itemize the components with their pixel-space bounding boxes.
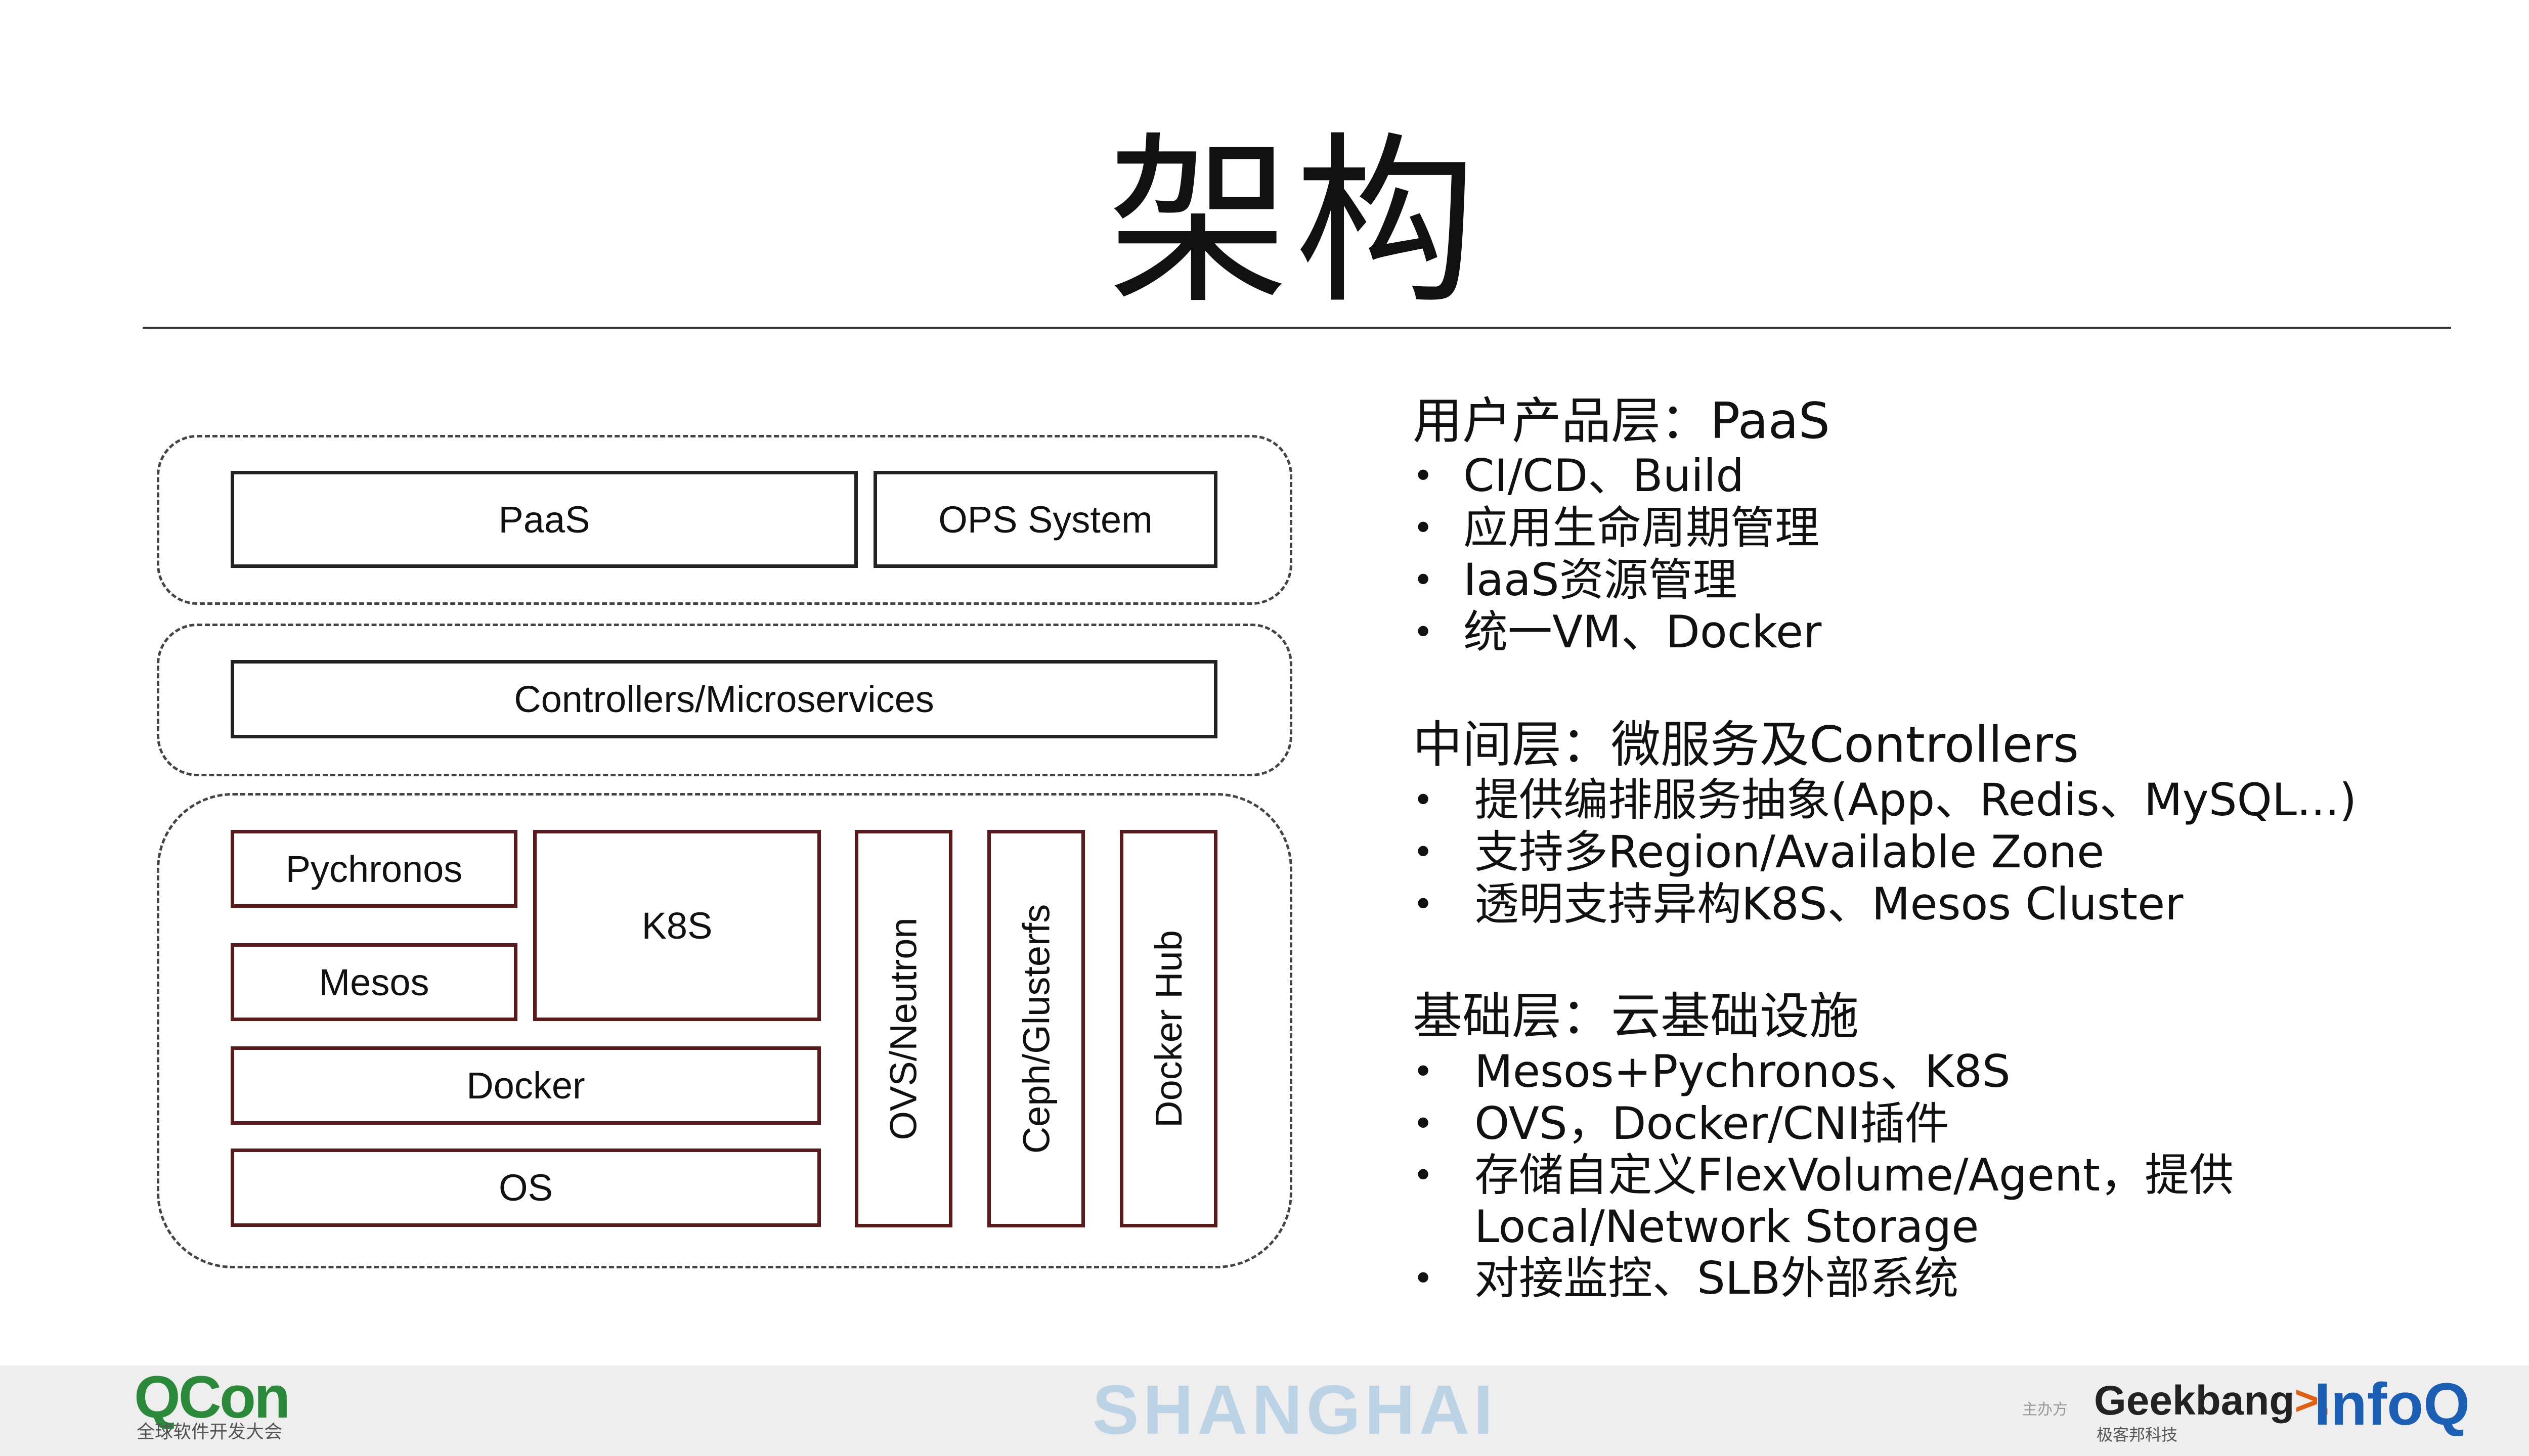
bullet-dot: • [1413,1258,1434,1299]
host-label: 主办方 [2022,1401,2068,1419]
bullet-dot: • [1413,1051,1434,1092]
geekbang-subtitle: 极客邦科技 [2097,1425,2178,1444]
docker-hub-label: Docker Hub [1148,930,1190,1128]
title-divider [143,327,2451,329]
bullet-dot: • [1413,779,1434,821]
k8s-box: K8S [533,830,821,1021]
slide-title: 架构 [1107,116,1482,328]
docker-hub-box: Docker Hub [1120,830,1217,1227]
ceph-glusterfs-box: Ceph/Glusterfs [987,830,1085,1227]
section-heading-middle: 中间层：微服务及Controllers [1413,716,2079,774]
section-item: 存储自定义FlexVolume/Agent，提供 [1474,1149,2234,1201]
geekbang-logo: Geekbang>. [2094,1377,2330,1425]
section-item: 统一VM、Docker [1463,606,1822,658]
bullet-dot: • [1413,455,1434,497]
ops-system-box: OPS System [874,471,1217,568]
city-watermark: SHANGHAI [1092,1371,1497,1449]
section-item: 应用生命周期管理 [1463,502,1820,554]
bullet-dot: • [1413,611,1434,653]
bullet-dot: • [1413,831,1434,873]
geekbang-name: Geekbang [2094,1378,2295,1424]
footer-bar [0,1365,2529,1456]
ceph-glusterfs-label: Ceph/Glusterfs [1015,904,1058,1154]
section-item: CI/CD、Build [1463,450,1745,502]
section-item: 透明支持异构K8S、Mesos Cluster [1474,878,2184,930]
pychronos-box: Pychronos [231,830,517,908]
bullet-dot: • [1413,507,1434,549]
section-item: IaaS资源管理 [1463,554,1737,606]
infoq-logo: InfoQ [2314,1371,2470,1438]
section-heading-base: 基础层：云基础设施 [1413,988,1859,1045]
top-layer-group [157,435,1292,605]
section-item: 对接监控、SLB外部系统 [1474,1252,1959,1304]
section-heading-paas: 用户产品层：PaaS [1413,392,1830,450]
section-item: 支持多Region/Available Zone [1474,826,2105,878]
ovs-neutron-box: OVS/Neutron [855,830,952,1227]
middle-layer-group [157,624,1292,776]
os-box: OS [231,1149,821,1227]
mesos-box: Mesos [231,943,517,1021]
section-item-continuation: Local/Network Storage [1474,1201,1979,1253]
ovs-neutron-label: OVS/Neutron [883,917,925,1140]
docker-box: Docker [231,1046,821,1125]
paas-box: PaaS [231,471,858,568]
qcon-logo: QCon [134,1364,290,1431]
section-item: Mesos+Pychronos、K8S [1474,1045,2011,1097]
section-item: 提供编排服务抽象(App、Redis、MySQL...) [1474,774,2357,826]
section-item: OVS，Docker/CNI插件 [1474,1097,1949,1150]
bullet-dot: • [1413,884,1434,925]
base-layer-group [157,793,1292,1268]
bullet-dot: • [1413,1103,1434,1144]
geekbang-arrow: >. [2294,1378,2331,1424]
bullet-dot: • [1413,1155,1434,1196]
controllers-box: Controllers/Microservices [231,660,1217,738]
qcon-subtitle: 全球软件开发大会 [137,1422,283,1442]
bullet-dot: • [1413,559,1434,601]
